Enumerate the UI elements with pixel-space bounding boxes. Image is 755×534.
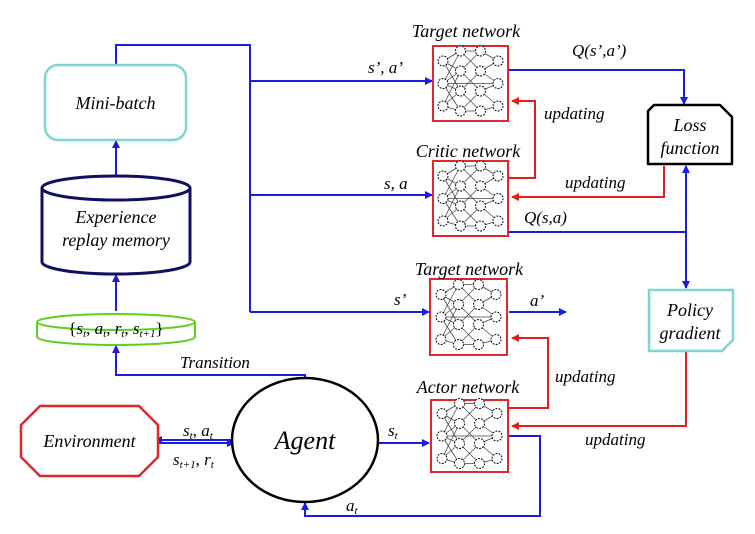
q-target-label: Q(s’,a’): [572, 41, 627, 60]
environment-label: Environment: [42, 431, 136, 451]
env-to-agent-label: st+1, rt: [173, 450, 215, 471]
policy-updates-actor: [511, 351, 687, 430]
loss-updates-critic: [511, 166, 665, 201]
s-a-label: s, a: [384, 174, 408, 193]
bus-line: [115, 44, 251, 312]
target-to-loss: [509, 69, 688, 105]
agent-to-env-label: st, at: [183, 421, 214, 442]
actor-network: Actor network: [416, 377, 520, 473]
red-connectors: [509, 97, 687, 430]
agent-node: Agent: [230, 376, 380, 504]
agent-to-transition: [112, 345, 306, 377]
transition-label: Transition: [180, 353, 250, 372]
a-prime-label: a’: [530, 291, 545, 310]
actor-updates-target: [509, 334, 549, 409]
replay-memory-node: Experience replay memory: [40, 174, 192, 276]
policy-gradient-node: Policy gradient: [647, 288, 735, 353]
loss-label-line2: function: [661, 138, 720, 158]
environment-node: Environment: [19, 404, 160, 478]
agent-label: Agent: [273, 426, 336, 455]
target-network-top-label: Target network: [412, 21, 521, 41]
q-critic-label: Q(s,a): [524, 208, 567, 227]
actor-action-label: at: [346, 496, 359, 517]
target-network-mid-label: Target network: [415, 259, 524, 279]
critic-network: Critic network: [416, 141, 522, 237]
updating-label-1: updating: [544, 104, 604, 123]
transition-tuple-node: {st, at, rt, st+1}: [36, 313, 196, 346]
target-network-mid: Target network: [415, 259, 524, 356]
critic-network-label: Critic network: [416, 141, 522, 161]
critic-updates-target: [509, 97, 536, 179]
updating-label-2: updating: [565, 173, 625, 192]
memory-label-line1: Experience: [75, 207, 157, 227]
memory-label-line2: replay memory: [62, 230, 170, 250]
actor-network-label: Actor network: [416, 377, 520, 397]
loss-function-node: Loss function: [646, 103, 734, 166]
policy-label-line1: Policy: [666, 300, 713, 320]
updating-label-4: updating: [585, 430, 645, 449]
mini-batch-label: Mini-batch: [75, 93, 156, 113]
transition-tuple-label: {st, at, rt, st+1}: [68, 319, 163, 340]
mini-batch-node: Mini-batch: [43, 63, 188, 142]
policy-label-line2: gradient: [660, 323, 722, 343]
blue-connectors: [112, 44, 690, 517]
updating-label-3: updating: [555, 367, 615, 386]
s-prime-a-prime-label: s’, a’: [368, 58, 403, 77]
s-prime-label: s’: [394, 290, 407, 309]
actor-to-agent: [301, 435, 541, 517]
agent-state-label: st: [388, 421, 399, 442]
target-network-top: Target network: [412, 21, 521, 122]
loss-label-line1: Loss: [672, 115, 706, 135]
